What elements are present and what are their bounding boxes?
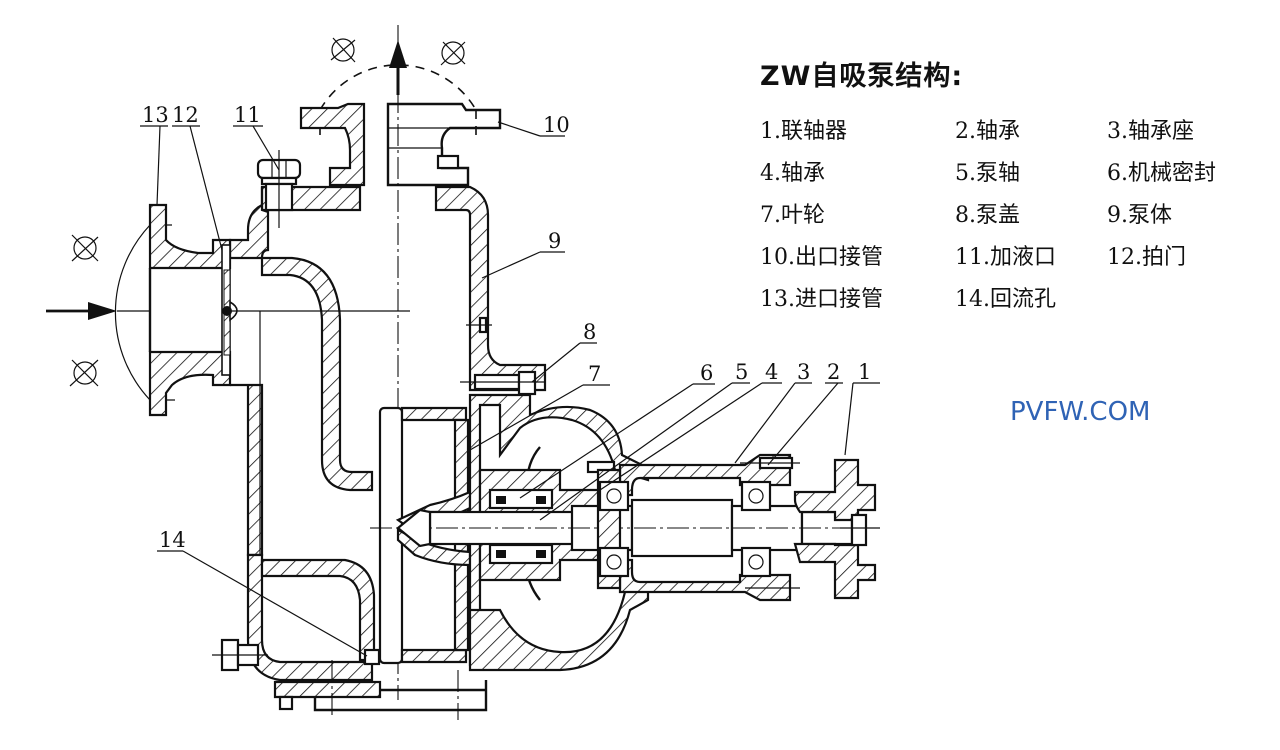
bolt-hole-symbol [71, 234, 99, 262]
legend-item-number: 3. [1107, 119, 1128, 144]
legend-title: ZW自吸泵结构: [760, 61, 964, 92]
legend-item-name: 机械密封 [1128, 161, 1217, 186]
callout-leaders [140, 121, 880, 657]
legend-item-number: 7. [760, 203, 781, 228]
callout-14: 14 [159, 528, 186, 552]
callout-2: 2 [827, 360, 840, 384]
bearing-part [598, 480, 630, 578]
callout-3: 3 [797, 360, 810, 384]
legend-item-name: 轴承 [781, 161, 826, 186]
legend-item-number: 2. [955, 119, 976, 144]
callout-7: 7 [588, 362, 601, 386]
legend-item: 1.联轴器 [760, 117, 955, 147]
legend-item: 14.回流孔 [955, 285, 1107, 315]
return-hole-feature [363, 648, 381, 666]
fill-port-part [256, 150, 302, 228]
legend-item-name: 加液口 [990, 245, 1057, 270]
legend-item-number: 10. [760, 245, 795, 270]
callout-5: 5 [735, 360, 748, 384]
legend-item-name: 回流孔 [990, 287, 1057, 312]
callout-10: 10 [543, 113, 570, 137]
inlet-pipe-part [69, 203, 410, 555]
callout-1: 1 [858, 360, 871, 384]
bolt-hole-symbol [440, 41, 466, 66]
legend-item-number: 5. [955, 161, 976, 186]
callout-8: 8 [583, 320, 596, 344]
legend-item-name: 轴承 [976, 119, 1021, 144]
callout-13: 13 [142, 103, 169, 127]
legend-item-name: 出口接管 [795, 245, 884, 270]
legend-item-number: 14. [955, 287, 990, 312]
legend-item-name: 泵盖 [976, 203, 1021, 228]
legend-item-name: 泵体 [1128, 203, 1173, 228]
legend-item: 13.进口接管 [760, 285, 955, 315]
legend-item: 4.轴承 [760, 159, 955, 189]
legend-grid: 1.联轴器 2.轴承 3.轴承座 4.轴承 5.泵轴 6.机械密封 7.叶轮 8… [760, 117, 1267, 315]
legend-item-name: 轴承座 [1128, 119, 1195, 144]
callout-6: 6 [700, 361, 713, 385]
legend-item: 12.拍门 [1107, 243, 1267, 273]
legend-item-number: 8. [955, 203, 976, 228]
legend-item: 5.泵轴 [955, 159, 1107, 189]
watermark: PVFW.COM [1010, 397, 1150, 427]
callout-4: 4 [765, 360, 778, 384]
legend-item-number: 13. [760, 287, 795, 312]
bolt-hole-symbol [330, 37, 356, 63]
legend-item-name: 拍门 [1142, 245, 1187, 270]
legend-item: 2.轴承 [955, 117, 1107, 147]
legend-item: 10.出口接管 [760, 243, 955, 273]
callout-12: 12 [172, 103, 199, 127]
legend-item-number: 4. [760, 161, 781, 186]
legend-item: 11.加液口 [955, 243, 1107, 273]
legend-item: 7.叶轮 [760, 201, 955, 231]
bolt-hole-symbol [69, 359, 99, 387]
legend-item-name: 进口接管 [795, 287, 884, 312]
legend-item-name: 叶轮 [781, 203, 826, 228]
callout-9: 9 [548, 229, 561, 253]
bearing-part [740, 480, 772, 578]
legend-item-number: 9. [1107, 203, 1128, 228]
legend-item-number: 11. [955, 245, 990, 270]
legend-item-number: 6. [1107, 161, 1128, 186]
legend-item-number: 1. [760, 119, 781, 144]
legend-item-name: 联轴器 [781, 119, 848, 144]
legend-item-number: 12. [1107, 245, 1142, 270]
inlet-flow-arrow [46, 302, 150, 320]
legend-item-name: 泵轴 [976, 161, 1021, 186]
legend-item: 8.泵盖 [955, 201, 1107, 231]
parts-legend: ZW自吸泵结构: 1.联轴器 2.轴承 3.轴承座 4.轴承 5.泵轴 6.机械… [760, 54, 1267, 315]
legend-item: 6.机械密封 [1107, 159, 1267, 189]
legend-item: 9.泵体 [1107, 201, 1267, 231]
legend-item: 3.轴承座 [1107, 117, 1267, 147]
coupling-part [793, 458, 880, 600]
callout-11: 11 [234, 103, 261, 127]
